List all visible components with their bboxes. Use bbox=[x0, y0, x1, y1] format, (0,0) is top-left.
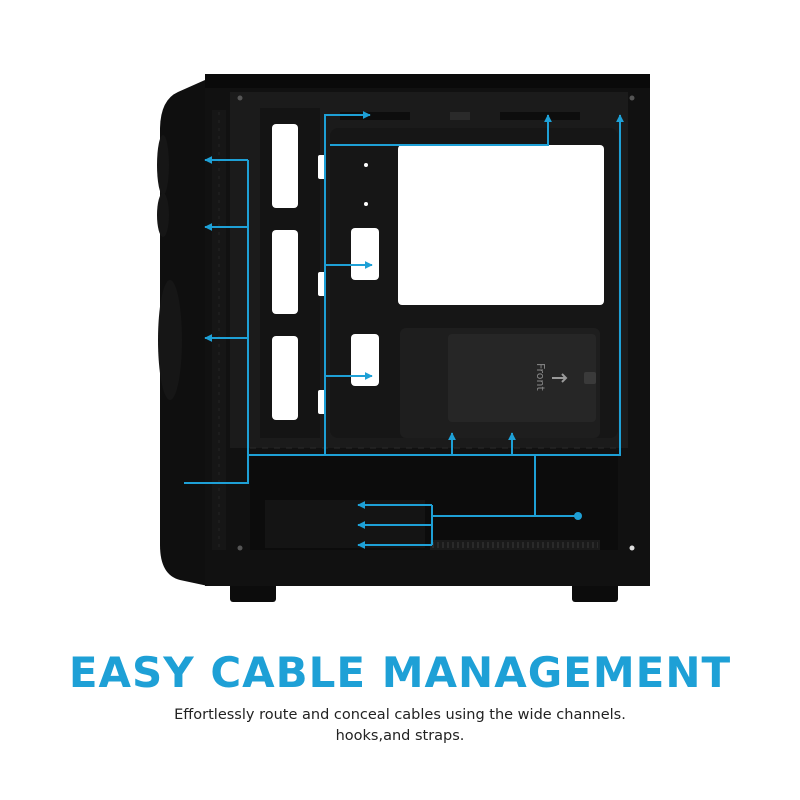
drive-slot-2 bbox=[272, 230, 298, 314]
case-top-edge bbox=[205, 74, 650, 88]
front-arrow-icon bbox=[552, 373, 568, 383]
subtitle: Effortlessly route and conceal cables us… bbox=[0, 705, 800, 747]
grommet-1 bbox=[351, 228, 379, 280]
grommet-2 bbox=[351, 334, 379, 386]
front-fan-bulge-mid bbox=[157, 193, 169, 237]
drive-slot-3 bbox=[272, 336, 298, 420]
pc-case-illustration: Front bbox=[157, 74, 650, 602]
front-fan-bulge-top bbox=[157, 135, 169, 195]
subtitle-line-2: hooks,and straps. bbox=[335, 728, 465, 744]
front-label: Front bbox=[534, 363, 547, 392]
case-front-panel bbox=[160, 80, 208, 586]
top-vent-1 bbox=[340, 112, 410, 120]
cable-routing-arrows bbox=[184, 111, 624, 549]
routing-origin-dot bbox=[574, 512, 582, 520]
top-vent-2 bbox=[500, 112, 580, 120]
cpu-cutout bbox=[398, 145, 604, 305]
headline: EASY CABLE MANAGEMENT bbox=[68, 648, 732, 697]
psu-vent bbox=[430, 540, 600, 550]
front-fan-bulge-low bbox=[158, 280, 182, 400]
subtitle-line-1: Effortlessly route and conceal cables us… bbox=[174, 707, 626, 723]
drive-slot-1 bbox=[272, 124, 298, 208]
ssd-plate bbox=[448, 334, 596, 422]
